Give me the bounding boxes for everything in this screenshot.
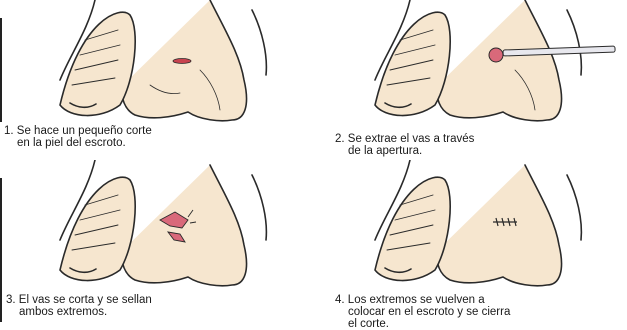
- vas-loop: [489, 48, 503, 62]
- step-3-number: 3.: [6, 294, 16, 306]
- step-4-number: 4.: [335, 294, 345, 306]
- step-4-line-3: el corte.: [335, 318, 510, 330]
- step-3-line-1: El vas se corta y se sellan: [19, 294, 152, 306]
- step-4-panel: 4. Los extremos se vuelven a colocar en …: [315, 160, 627, 322]
- step-1-line-1: Se hace un pequeño corte: [17, 125, 152, 137]
- step-1-panel: 1. Se hace un pequeño corte en la piel d…: [0, 0, 310, 160]
- step-4-caption: 4. Los extremos se vuelven a colocar en …: [335, 294, 510, 330]
- step-2-caption: 2. Se extrae el vas a través de la apert…: [335, 133, 474, 157]
- step-2-line-2: de la apertura.: [335, 145, 474, 157]
- step-2-panel: 2. Se extrae el vas a través de la apert…: [315, 0, 627, 160]
- step-1-line-2: en la piel del escroto.: [4, 137, 152, 149]
- step-2-line-1: Se extrae el vas a través: [348, 133, 475, 145]
- step-3-panel: 3. El vas se corta y se sellan ambos ext…: [0, 160, 310, 322]
- step-4-line-1: Los extremos se vuelven a: [348, 294, 485, 306]
- step-1-number: 1.: [4, 125, 14, 137]
- step-4-line-2: colocar en el escroto y se cierra: [335, 306, 510, 318]
- step-3-caption: 3. El vas se corta y se sellan ambos ext…: [6, 294, 152, 318]
- step-1-caption: 1. Se hace un pequeño corte en la piel d…: [4, 125, 152, 149]
- step-2-number: 2.: [335, 133, 345, 145]
- incision-mark: [173, 59, 191, 64]
- step-3-line-2: ambos extremos.: [6, 306, 152, 318]
